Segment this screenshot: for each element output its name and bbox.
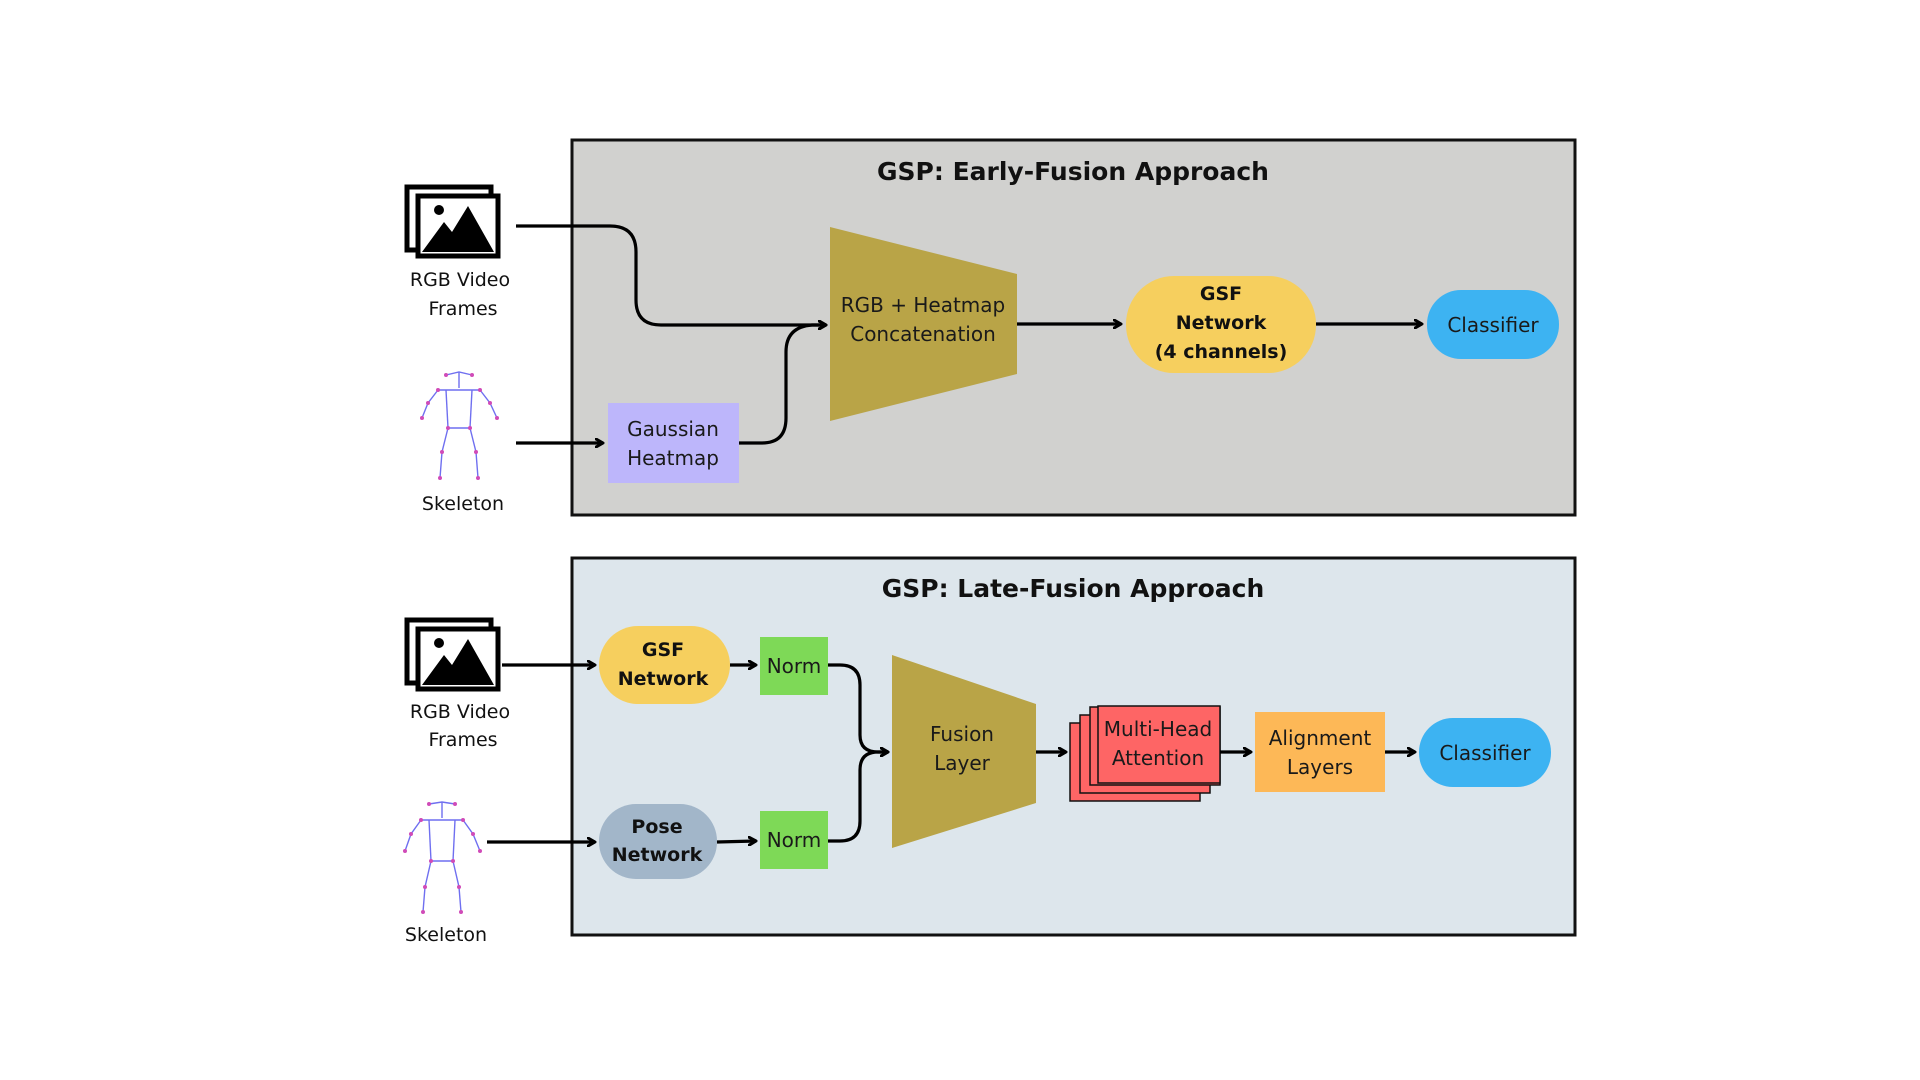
early-rgb-label-line2: Frames [428,298,497,320]
gaussian-heatmap-box [608,403,739,483]
late-classifier-node [1419,718,1551,787]
attention-label-line1: Multi-Head [1104,717,1212,741]
early-heatmap-connector [739,325,826,445]
skeleton-icon [418,364,504,482]
early-skeleton-label: Skeleton [422,493,504,515]
image-stack-icon [404,184,501,259]
early-panel-title: GSP: Early-Fusion Approach [877,157,1269,186]
multi-head-attention-front [1097,705,1221,784]
image-stack-icon [404,617,501,692]
attention-label-line2: Attention [1112,746,1204,770]
early-gsf-label-line2: Network [1176,312,1267,334]
pose-network-label-line1: Pose [631,816,682,838]
early-panel-background [570,138,1577,517]
early-gsf-label-line3: (4 channels) [1155,341,1288,363]
skeleton-icon [401,797,487,915]
late-panel-title: GSP: Late-Fusion Approach [882,574,1265,603]
pose-network-label-line2: Network [612,844,703,866]
early-classifier-label: Classifier [1447,313,1539,337]
early-rgb-label-line1: RGB Video [410,269,510,291]
multi-head-attention-stack [1069,705,1221,802]
alignment-layers-box [1255,712,1385,792]
pose-network-node [599,804,717,879]
alignment-label-line1: Alignment [1269,726,1372,750]
fusion-layer-label-line2: Layer [934,751,991,775]
early-rgb-connector [516,224,826,325]
late-gsf-label-line1: GSF [642,639,684,661]
early-classifier-node [1427,290,1559,359]
late-skeleton-label: Skeleton [405,924,487,946]
late-norm-top-to-fusion-connector [828,663,888,752]
norm-top-label: Norm [767,654,822,678]
alignment-label-line2: Layers [1287,755,1353,779]
early-gsf-label-line1: GSF [1200,283,1242,305]
early-gsf-network-node [1126,276,1316,373]
gaussian-heatmap-label-line1: Gaussian [627,417,719,441]
gaussian-heatmap-label-line2: Heatmap [627,446,719,470]
late-norm-bottom-to-fusion-connector [828,752,888,843]
early-fusion-panel: GSP: Early-Fusion Approach RGB Video Fra… [404,138,1577,517]
concatenation-label-line1: RGB + Heatmap [841,293,1005,317]
fusion-layer-label-line1: Fusion [930,722,994,746]
late-gsf-label-line2: Network [618,668,709,690]
concatenation-block [830,227,1017,421]
late-pose-to-norm-connector [716,841,756,842]
late-fusion-panel: GSP: Late-Fusion Approach RGB Video Fram… [401,556,1577,946]
norm-block-top [760,637,828,695]
late-classifier-label: Classifier [1439,741,1531,765]
late-rgb-label-line1: RGB Video [410,701,510,723]
late-rgb-label-line2: Frames [428,729,497,751]
late-gsf-network-node [599,626,730,704]
norm-bottom-label: Norm [767,828,822,852]
concatenation-label-line2: Concatenation [850,322,996,346]
fusion-layer-block [892,655,1036,848]
norm-block-bottom [760,811,828,869]
